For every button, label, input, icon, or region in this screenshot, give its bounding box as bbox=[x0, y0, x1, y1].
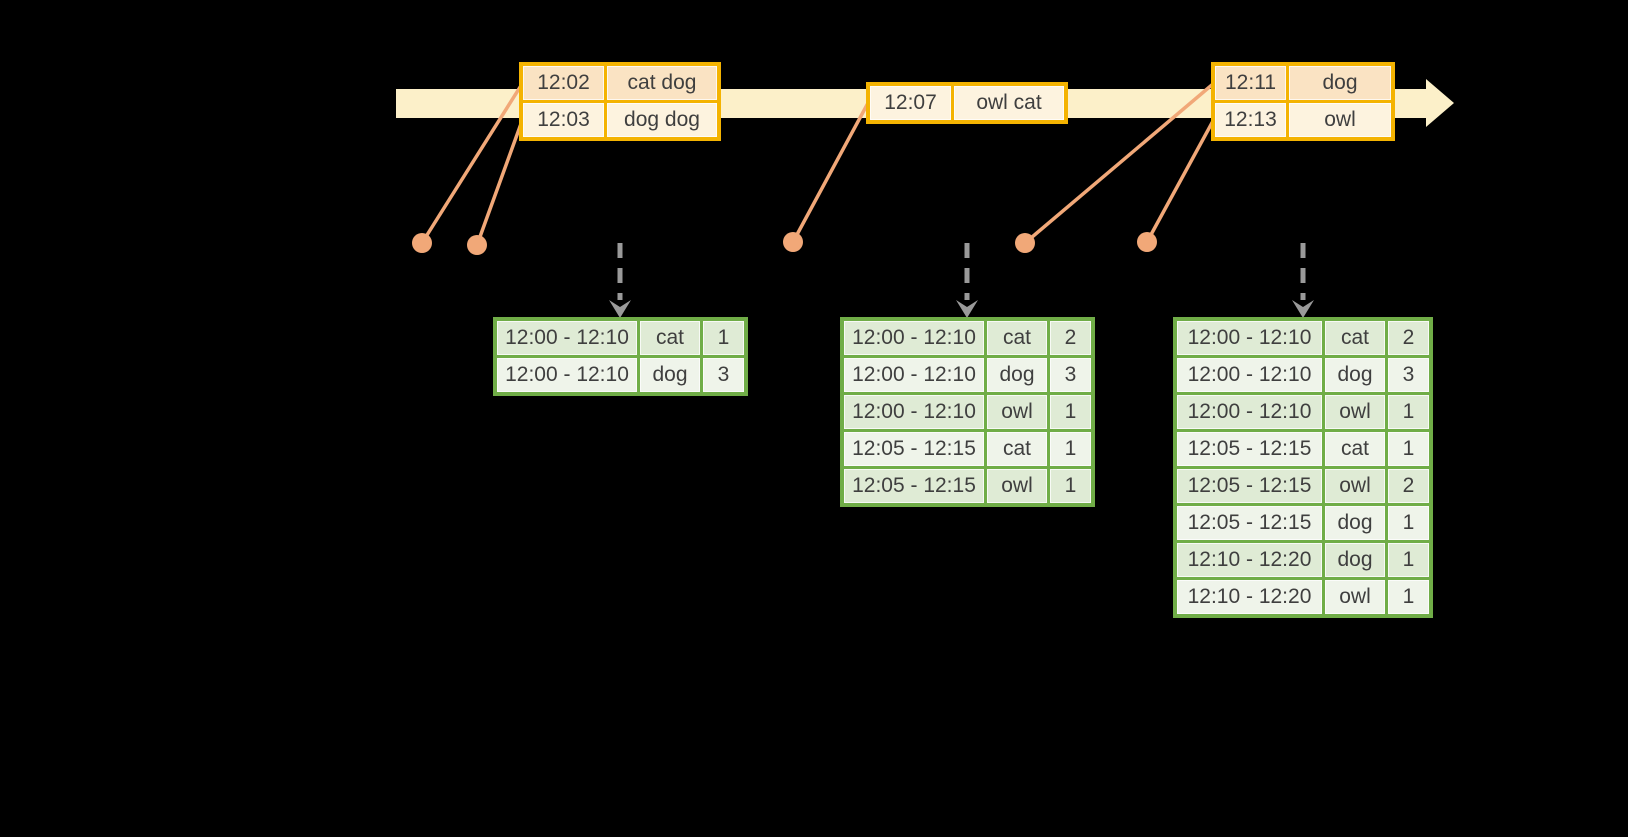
event-connector-line bbox=[475, 120, 524, 246]
table-cell: owl cat bbox=[951, 86, 1064, 120]
event-connector-line bbox=[1145, 120, 1215, 243]
table-cell: cat bbox=[984, 321, 1047, 355]
table-cell: 12:00 - 12:10 bbox=[497, 321, 637, 355]
timeline-arrowhead-icon bbox=[1426, 79, 1454, 127]
event-connector-line bbox=[420, 83, 524, 244]
table-cell: 1 bbox=[1047, 432, 1091, 466]
table-cell: 1 bbox=[1385, 580, 1429, 614]
table-cell: 12:00 - 12:10 bbox=[1177, 395, 1322, 429]
table-cell: 12:13 bbox=[1215, 103, 1286, 137]
table-cell: 12:10 - 12:20 bbox=[1177, 543, 1322, 577]
table-cell: cat bbox=[984, 432, 1047, 466]
table-cell: 12:00 - 12:10 bbox=[497, 358, 637, 392]
table-cell: 1 bbox=[1047, 469, 1091, 503]
table-cell: 12:05 - 12:15 bbox=[1177, 469, 1322, 503]
event-dot bbox=[467, 235, 487, 255]
table-cell: 3 bbox=[1385, 358, 1429, 392]
table-cell: dog bbox=[637, 358, 700, 392]
table-cell: 12:00 - 12:10 bbox=[844, 358, 984, 392]
table-cell: cat bbox=[637, 321, 700, 355]
trigger-arrow bbox=[956, 243, 978, 318]
table-cell: 2 bbox=[1047, 321, 1091, 355]
table-cell: cat dog bbox=[604, 66, 717, 100]
table-cell: owl bbox=[984, 395, 1047, 429]
table-cell: cat bbox=[1322, 321, 1385, 355]
event-connector-line bbox=[1023, 82, 1215, 245]
table-cell: 1 bbox=[1385, 432, 1429, 466]
table-cell: 12:02 bbox=[523, 66, 604, 100]
table-cell: owl bbox=[1322, 580, 1385, 614]
table-cell: 1 bbox=[1385, 506, 1429, 540]
table-cell: 1 bbox=[1047, 395, 1091, 429]
event-dot bbox=[412, 233, 432, 253]
table-cell: 12:10 - 12:20 bbox=[1177, 580, 1322, 614]
event-dot bbox=[1015, 233, 1035, 253]
table-cell: 12:03 bbox=[523, 103, 604, 137]
table-cell: dog dog bbox=[604, 103, 717, 137]
table-cell: 1 bbox=[1385, 543, 1429, 577]
table-cell: owl bbox=[1322, 395, 1385, 429]
table-cell: 12:05 - 12:15 bbox=[844, 469, 984, 503]
table-cell: 1 bbox=[700, 321, 744, 355]
table-cell: owl bbox=[1286, 103, 1391, 137]
table-cell: dog bbox=[1322, 543, 1385, 577]
table-cell: owl bbox=[984, 469, 1047, 503]
table-cell: 2 bbox=[1385, 321, 1429, 355]
table-cell: 1 bbox=[1385, 395, 1429, 429]
table-cell: 12:11 bbox=[1215, 66, 1286, 100]
table-cell: 3 bbox=[1047, 358, 1091, 392]
table-cell: 12:07 bbox=[870, 86, 951, 120]
trigger-arrow bbox=[609, 243, 631, 318]
event-connector-line bbox=[791, 102, 870, 243]
table-cell: owl bbox=[1322, 469, 1385, 503]
table-cell: dog bbox=[984, 358, 1047, 392]
table-cell: 12:05 - 12:15 bbox=[844, 432, 984, 466]
table-cell: 12:05 - 12:15 bbox=[1177, 506, 1322, 540]
table-cell: 3 bbox=[700, 358, 744, 392]
table-cell: 12:05 - 12:15 bbox=[1177, 432, 1322, 466]
table-cell: 12:00 - 12:10 bbox=[844, 321, 984, 355]
table-cell: dog bbox=[1286, 66, 1391, 100]
table-cell: dog bbox=[1322, 358, 1385, 392]
table-cell: 12:00 - 12:10 bbox=[1177, 321, 1322, 355]
table-cell: cat bbox=[1322, 432, 1385, 466]
table-cell: dog bbox=[1322, 506, 1385, 540]
table-cell: 12:00 - 12:10 bbox=[844, 395, 984, 429]
event-dot bbox=[1137, 232, 1157, 252]
table-cell: 2 bbox=[1385, 469, 1429, 503]
table-cell: 12:00 - 12:10 bbox=[1177, 358, 1322, 392]
trigger-arrow bbox=[1292, 243, 1314, 318]
event-dot bbox=[783, 232, 803, 252]
